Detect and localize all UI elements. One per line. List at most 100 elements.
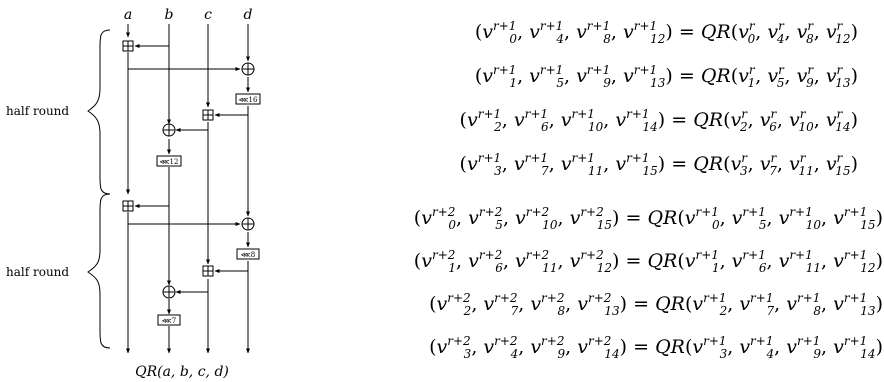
superscript: r+1 [843,248,868,262]
comma: , [747,109,760,131]
superscript: r [807,63,814,77]
lhs-term: vr+11 [482,63,517,90]
comma: , [784,65,797,87]
rhs-term: vr5 [767,63,785,90]
subscript: 13 [835,76,851,90]
var-symbol: v [577,293,588,315]
comma: , [774,336,787,358]
lhs-term: vr+10 [482,19,517,46]
comma: , [784,21,797,43]
subscript: 10 [587,120,604,134]
paren: ( [429,293,437,315]
superscript: r+1 [524,107,549,121]
superscript: r+2 [587,334,612,348]
var-symbol: v [684,207,696,229]
function-name: QR [700,21,731,43]
lhs-term: vr+215 [570,205,612,232]
paren: ( [474,21,483,43]
lhs-term: vr+27 [483,291,518,318]
rhs-term: vr10 [789,107,814,134]
paren: ( [730,65,739,87]
var-symbol: v [684,250,696,272]
subscript: 2 [463,304,472,318]
subscript: 4 [776,32,785,46]
superscript: r+1 [539,63,564,77]
superscript: r+2 [447,334,471,348]
lhs-term: vr+213 [577,291,619,318]
var-symbol: v [825,65,837,87]
rhs-term: vr4 [767,19,785,46]
comma: , [813,109,826,131]
subscript: 9 [813,347,822,361]
function-name: QR [700,65,731,87]
boxed-plus-icon [122,40,134,52]
superscript: r+2 [541,291,565,305]
subscript: 0 [747,32,756,46]
function-name: QR [655,293,685,315]
superscript: r+1 [477,151,502,165]
var-symbol: v [778,250,790,272]
diagram-caption: QR(a, b, c, d) [135,364,229,380]
boxed-plus-icon [202,265,214,277]
comma: , [501,153,514,175]
comma: , [755,65,768,87]
var-symbol: v [825,153,837,175]
superscript: r+1 [843,205,868,219]
subscript: 3 [494,164,502,178]
superscript: r+2 [494,334,518,348]
comma: , [821,250,834,272]
function-name: QR [655,336,685,358]
lhs-term: vr+21 [421,248,456,275]
subscript: 2 [494,120,502,134]
comma: , [518,293,531,315]
subscript: 6 [495,261,503,275]
subscript: 5 [556,76,564,90]
superscript: r+2 [525,248,550,262]
comma: , [755,21,768,43]
comma: , [456,250,469,272]
subscript: 4 [510,347,519,361]
var-symbol: v [576,21,587,43]
superscript: r+1 [626,107,650,121]
paren: ( [730,21,739,43]
rotate-12-label: ⋘12 [160,158,179,166]
superscript: r [836,107,843,121]
superscript: r+1 [789,248,813,262]
rhs-term: vr8 [797,19,814,46]
superscript: r+1 [539,19,564,33]
function-name: QR [647,207,678,229]
var-symbol: v [786,336,797,358]
rhs-term: vr12 [826,19,851,46]
comma: , [565,293,578,315]
superscript: r+1 [796,291,821,305]
superscript: r+1 [586,19,611,33]
subscript: 6 [758,261,767,275]
lhs-term: vr+114 [615,107,658,134]
comma: , [517,21,530,43]
subscript: 14 [642,120,658,134]
rhs-term: vr+112 [833,248,875,275]
comma: , [517,65,530,87]
subscript: 5 [776,76,785,90]
comma: , [727,293,740,315]
equals-sign: = [672,21,701,43]
superscript: r+1 [586,63,611,77]
var-symbol: v [560,153,572,175]
quarter-round-diagram: a b c d [6,7,261,380]
subscript: 11 [798,164,814,178]
lhs-term: vr+211 [515,248,557,275]
lhs-term: vr+25 [468,205,503,232]
subscript: 10 [805,218,822,232]
rhs-term: vr+19 [786,334,822,361]
lhs-term: vr+112 [623,19,665,46]
var-symbol: v [436,293,448,315]
add-ops [122,40,214,277]
equals-sign: = [665,153,694,175]
var-symbol: v [529,21,540,43]
var-symbol: v [739,293,751,315]
comma: , [813,21,826,43]
var-symbol: v [530,293,542,315]
column-label-b: b [165,7,174,23]
superscript: r+1 [477,107,502,121]
subscript: 10 [798,120,814,134]
